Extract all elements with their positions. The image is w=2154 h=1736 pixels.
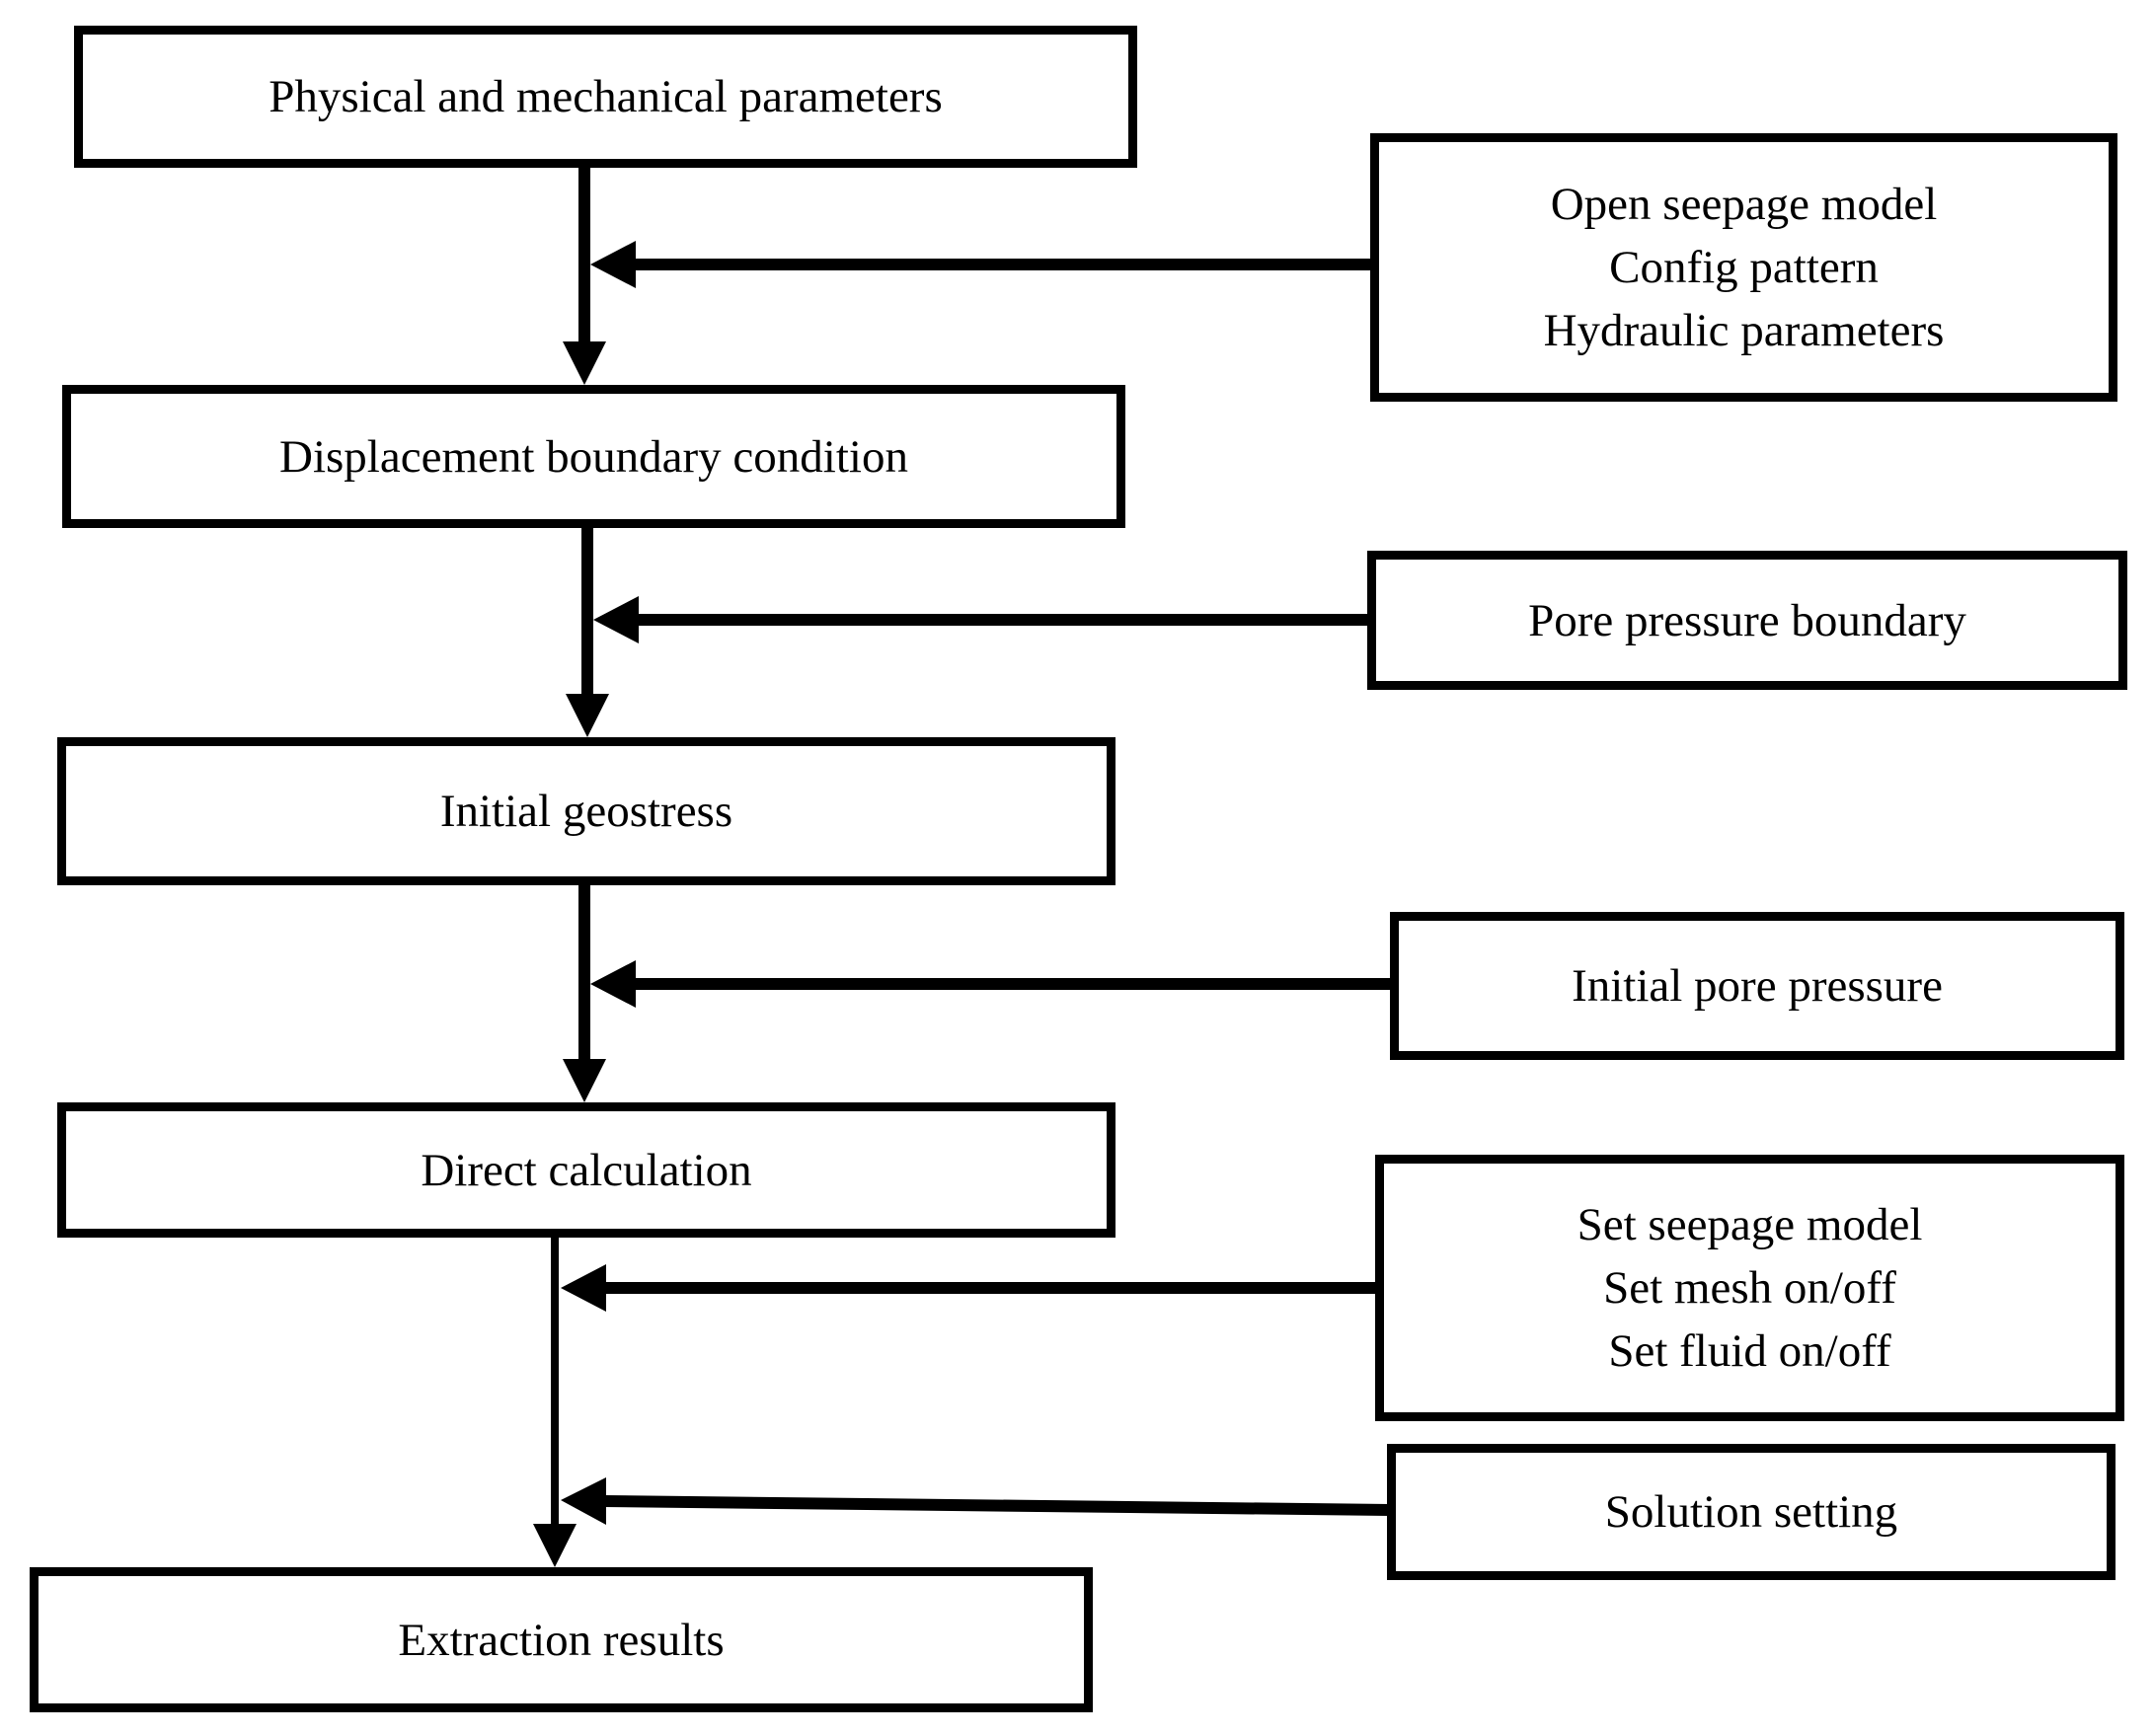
arrow-left-solution-setting [561,1477,1392,1525]
flow-box-label-line: Set fluid on/off [1608,1325,1891,1377]
flow-box-label-line: Config pattern [1609,242,1879,293]
flow-box-label: Displacement boundary condition [279,430,908,483]
flow-box-label: Solution setting [1604,1486,1898,1538]
flow-box-label: Physical and mechanical parameters [269,71,943,122]
flow-box-initial-geostress: Initial geostress [57,737,1115,885]
flow-box-label-line: Set seepage model [1577,1199,1923,1250]
flow-box-label: Initial pore pressure [1572,960,1943,1012]
flow-box-solution-setting: Solution setting [1387,1444,2116,1580]
flow-box-label-line: Hydraulic parameters [1543,305,1945,356]
flow-box-set-seepage-model: Set seepage model Set mesh on/off Set fl… [1375,1155,2124,1421]
arrow-left-set-seepage [561,1264,1379,1312]
flow-box-direct-calculation: Direct calculation [57,1102,1115,1238]
flow-box-open-seepage-model: Open seepage model Config pattern Hydrau… [1370,133,2117,402]
flow-box-label: Direct calculation [421,1144,752,1196]
flow-box-label-line: Open seepage model [1550,179,1938,230]
flow-box-label-line: Set mesh on/off [1603,1262,1896,1314]
flow-box-physical-and-mechanical-parameters: Physical and mechanical parameters [74,26,1137,168]
arrow-down-3 [563,881,606,1102]
flow-box-label: Pore pressure boundary [1528,594,1966,646]
arrow-left-pore-boundary [593,596,1372,643]
flow-box-pore-pressure-boundary: Pore pressure boundary [1367,551,2127,690]
arrow-left-open-seepage [590,241,1374,288]
arrow-down-4 [533,1234,577,1567]
arrow-down-2 [566,523,609,737]
flow-box-displacement-boundary-condition: Displacement boundary condition [62,385,1125,528]
arrow-left-initial-pore [590,960,1394,1008]
flow-box-initial-pore-pressure: Initial pore pressure [1390,912,2124,1060]
flow-box-label: Extraction results [398,1614,725,1666]
flow-box-extraction-results: Extraction results [30,1567,1093,1712]
arrow-down-1 [563,162,606,385]
flow-box-label: Initial geostress [439,786,733,837]
